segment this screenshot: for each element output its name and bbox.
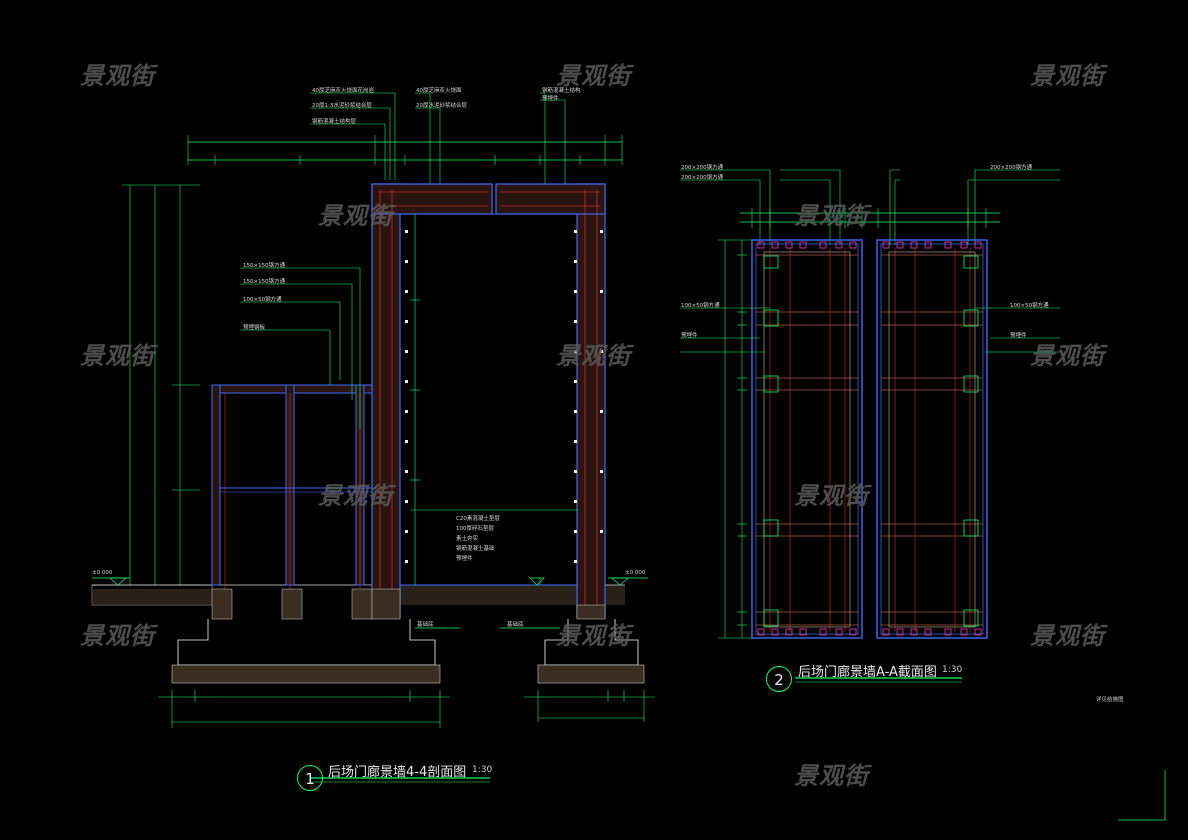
callout-text: 100×50钢方通 (243, 297, 282, 303)
section-note: 预埋件 (456, 556, 473, 562)
callout-text: 预埋件 (1010, 333, 1027, 339)
callout-text: 200×200钢方通 (681, 175, 724, 181)
callout-text: 预埋钢板 (243, 325, 266, 331)
callout-text: 20厚水泥砂浆结合层 (416, 103, 467, 109)
section-4-4-drawing (91, 92, 655, 783)
watermark: 景观街 (80, 342, 155, 370)
section-note: C20素混凝土垫层 (456, 516, 500, 522)
section-note: 钢筋混凝土基础 (456, 546, 495, 552)
watermark: 景观街 (556, 622, 631, 650)
watermark: 景观街 (80, 62, 155, 90)
callout-text: 150×150钢方通 (243, 263, 286, 269)
elevation-label: 基础底 (507, 622, 524, 628)
drawing-number-badge: 1 (297, 765, 323, 791)
watermark: 景观街 (1030, 342, 1105, 370)
sheet-border-corner (1118, 770, 1166, 821)
callout-text: 40厚芝麻灰火烧面花岗岩 (312, 88, 374, 94)
callout-text: 20厚1:3水泥砂浆结合层 (312, 103, 372, 109)
callout-text: 200×200钢方通 (681, 165, 724, 171)
callout-text: 预埋件 (542, 96, 559, 102)
section-a-a-drawing (680, 169, 1060, 683)
watermark: 景观街 (556, 342, 631, 370)
drawing-title: 后场门廊景墙4-4剖面图 (328, 765, 467, 780)
watermark: 景观街 (1030, 622, 1105, 650)
drawing-number-badge: 2 (766, 666, 792, 692)
footing-right (537, 604, 645, 684)
drawing-scale: 1:30 (942, 665, 963, 675)
elevation-label: ±0.000 (92, 570, 113, 576)
callout-text: 钢筋混凝土结构层 (312, 119, 357, 125)
drawing-scale: 1:30 (472, 765, 493, 775)
elevation-label: ±0.000 (625, 570, 646, 576)
watermark: 景观街 (556, 62, 631, 90)
callout-text: 200×200钢方通 (990, 165, 1033, 171)
drawing-title: 后场门廊景墙A-A截面图 (798, 665, 937, 680)
callout-text: 100×50钢方通 (681, 303, 720, 309)
callout-text: 40厚芝麻灰火烧面 (416, 88, 462, 94)
footing-left (171, 588, 441, 684)
watermark: 景观街 (80, 622, 155, 650)
elevation-label: 基础底 (417, 622, 434, 628)
callout-text: 钢筋混凝土结构 (542, 88, 581, 94)
watermark: 景观街 (1030, 62, 1105, 90)
callout-text: 100×50钢方通 (1010, 303, 1049, 309)
section-note: 素土夯实 (456, 536, 479, 542)
watermark: 景观街 (794, 762, 869, 790)
watermark: 景观街 (318, 202, 393, 230)
foot-note: 详见结施图 (1096, 697, 1124, 703)
watermark: 景观街 (794, 202, 869, 230)
section-note: 100厚碎石垫层 (456, 526, 494, 532)
callout-text: 150×150钢方通 (243, 279, 286, 285)
watermark: 景观街 (318, 482, 393, 510)
callout-text: 预埋件 (681, 333, 698, 339)
watermark: 景观街 (794, 482, 869, 510)
